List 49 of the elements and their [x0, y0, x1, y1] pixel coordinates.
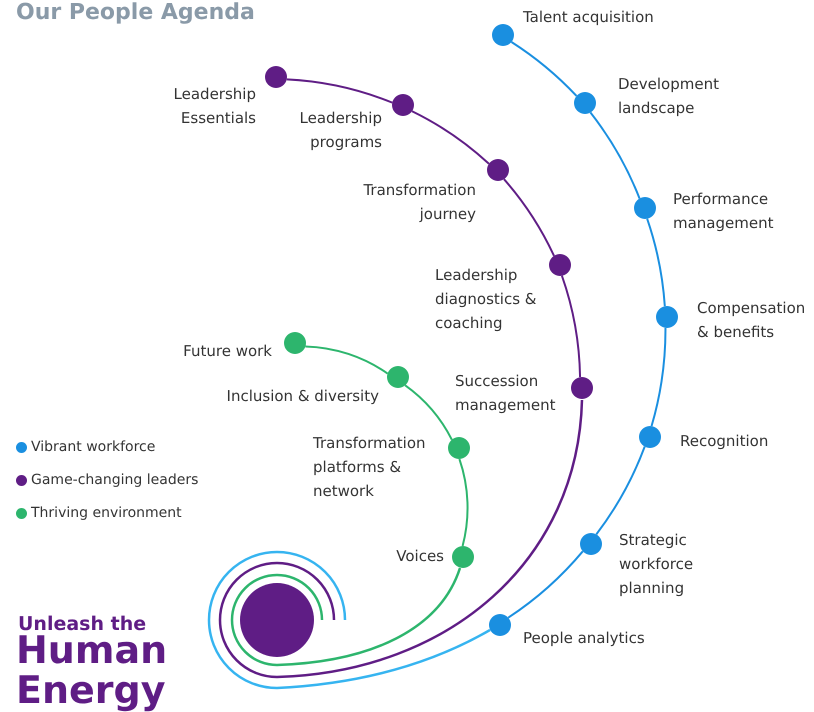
connector-curve [503, 178, 555, 256]
milestone-dot [492, 24, 514, 46]
milestone-dot [448, 437, 470, 459]
milestone-label: Future work [182, 341, 272, 362]
connector-curve [286, 78, 393, 104]
connector-curve [560, 276, 582, 378]
milestone-dot [489, 614, 511, 636]
milestone-label: Performance management [673, 189, 774, 234]
connector-curve [590, 112, 640, 199]
milestone-dot [392, 94, 414, 116]
connector-curve [650, 328, 666, 426]
milestone-label: Transformation journey [362, 180, 476, 225]
connector-curve [412, 110, 490, 165]
legend-label: Thriving environment [31, 504, 182, 523]
milestone-label: Succession management [455, 371, 556, 416]
milestone-label: Leadership programs [298, 108, 382, 153]
milestone-label: Strategic workforce planning [619, 530, 694, 599]
connector-curve [404, 384, 453, 440]
title: Our People Agenda [16, 0, 255, 26]
milestone-dot [265, 66, 287, 88]
connector-curve [510, 41, 578, 97]
milestone-dot [574, 92, 596, 114]
legend-label: Vibrant workforce [31, 438, 156, 457]
milestone-label: Recognition [680, 431, 770, 452]
milestone-label: Compensation & benefits [697, 298, 806, 343]
milestone-dot [387, 366, 409, 388]
milestone-label: Leadership Essentials [172, 84, 256, 129]
milestone-dot [580, 533, 602, 555]
milestone-dot [452, 546, 474, 568]
milestone-label: Voices [395, 546, 444, 567]
connector-curve [508, 550, 584, 618]
connector-curve [305, 345, 388, 374]
milestone-dot [487, 159, 509, 181]
milestone-dot [639, 426, 661, 448]
milestone-label: Talent acquisition [523, 7, 655, 28]
milestone-label: Transformation platforms & network [313, 433, 427, 502]
milestone-dot [549, 254, 571, 276]
milestone-dot [656, 306, 678, 328]
milestone-label: Development landscape [618, 74, 720, 119]
milestone-label: Leadership diagnostics & coaching [435, 265, 538, 334]
milestone-label: Inclusion & diversity [226, 386, 379, 407]
connector-curve [458, 458, 468, 546]
connector-curve [596, 446, 646, 535]
milestone-label: People analytics [523, 628, 646, 649]
milestone-dot [284, 332, 306, 354]
legend-label: Game-changing leaders [31, 471, 198, 490]
milestone-dot [634, 197, 656, 219]
milestone-dot [571, 377, 593, 399]
connector-curve [646, 218, 666, 306]
